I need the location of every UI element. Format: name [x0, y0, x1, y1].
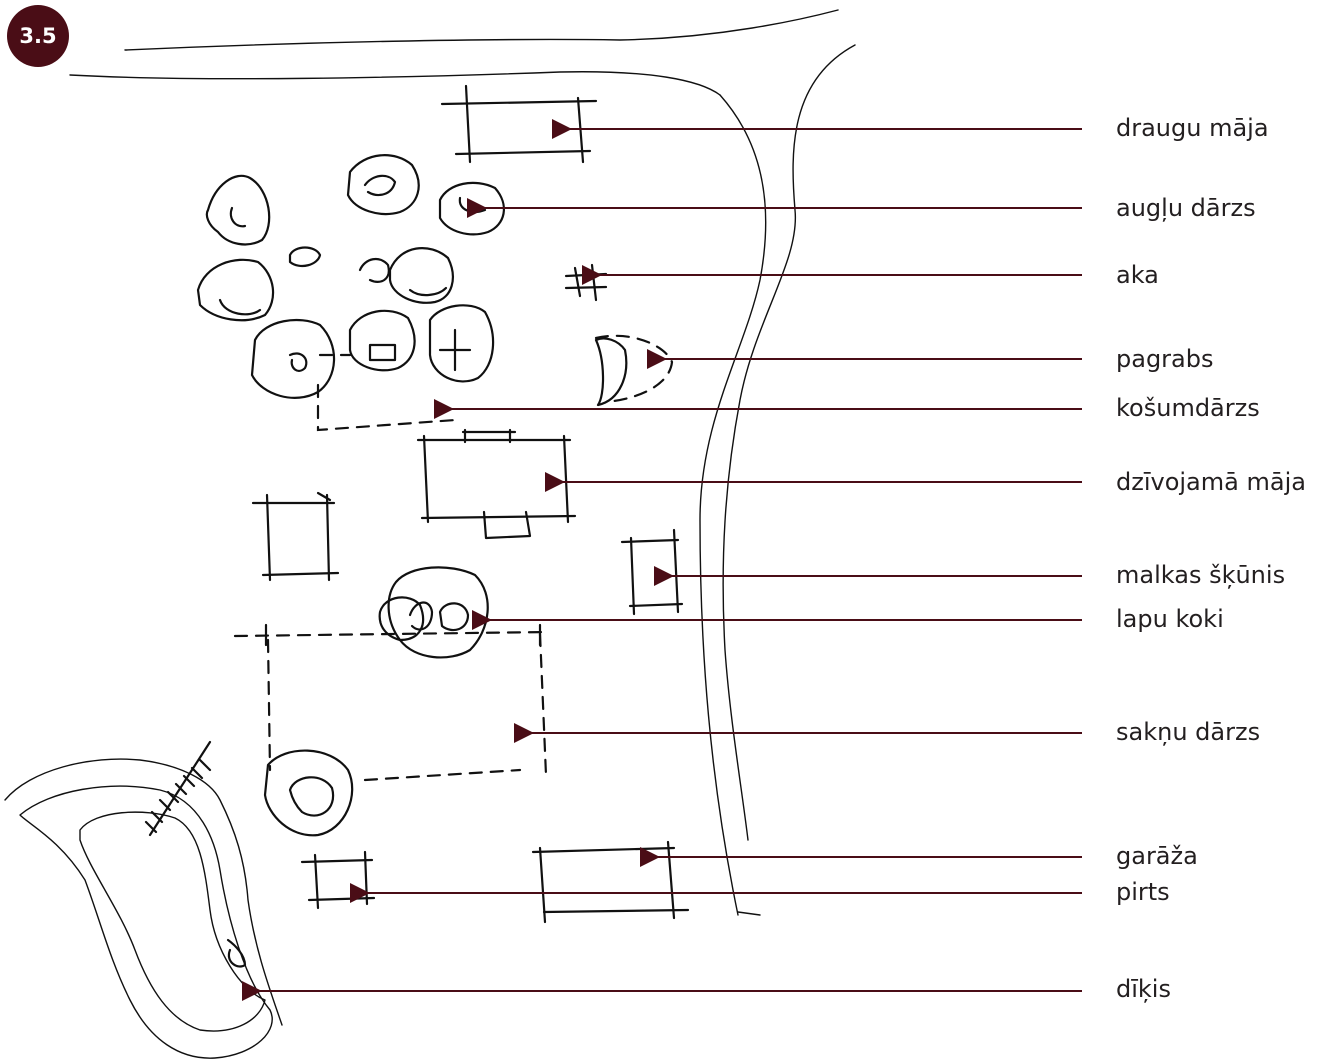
- pond: [4, 740, 283, 1059]
- figure-number-badge: 3.5: [7, 5, 69, 67]
- guest-house: [440, 84, 598, 164]
- well-symbol: [564, 263, 608, 302]
- label-pirts: pirts: [1116, 878, 1170, 906]
- label-dikis: dīķis: [1116, 975, 1171, 1003]
- cellar: [594, 334, 674, 407]
- label-aka: aka: [1116, 261, 1159, 289]
- main-house: [416, 428, 577, 540]
- label-malkas-skunis: malkas šķūnis: [1116, 561, 1286, 589]
- leader-arrows: [242, 119, 1082, 1001]
- label-dzivojama-maja: dzīvojamā māja: [1116, 468, 1306, 496]
- label-kosumdarzs: košumdārzs: [1116, 394, 1260, 422]
- label-lapu-koki: lapu koki: [1116, 605, 1224, 633]
- vegetable-garden: [233, 623, 550, 782]
- woodshed: [620, 528, 684, 616]
- road-top: [69, 9, 839, 96]
- tree-near-pond: [263, 749, 354, 837]
- label-pagrabs: pagrabs: [1116, 345, 1214, 373]
- fruit-trees: [196, 154, 505, 399]
- ornamental-garden: [316, 353, 457, 432]
- label-draugu-maja: draugu māja: [1116, 114, 1269, 142]
- label-auglu-darzs: augļu dārzs: [1116, 194, 1256, 222]
- sauna: [300, 850, 376, 910]
- outbuilding-left: [251, 491, 340, 582]
- label-saknu-darzs: sakņu dārzs: [1116, 718, 1261, 746]
- label-garaza: garāža: [1116, 842, 1198, 870]
- deciduous-trees: [378, 566, 489, 659]
- garage: [531, 840, 690, 924]
- road-side: [699, 44, 856, 916]
